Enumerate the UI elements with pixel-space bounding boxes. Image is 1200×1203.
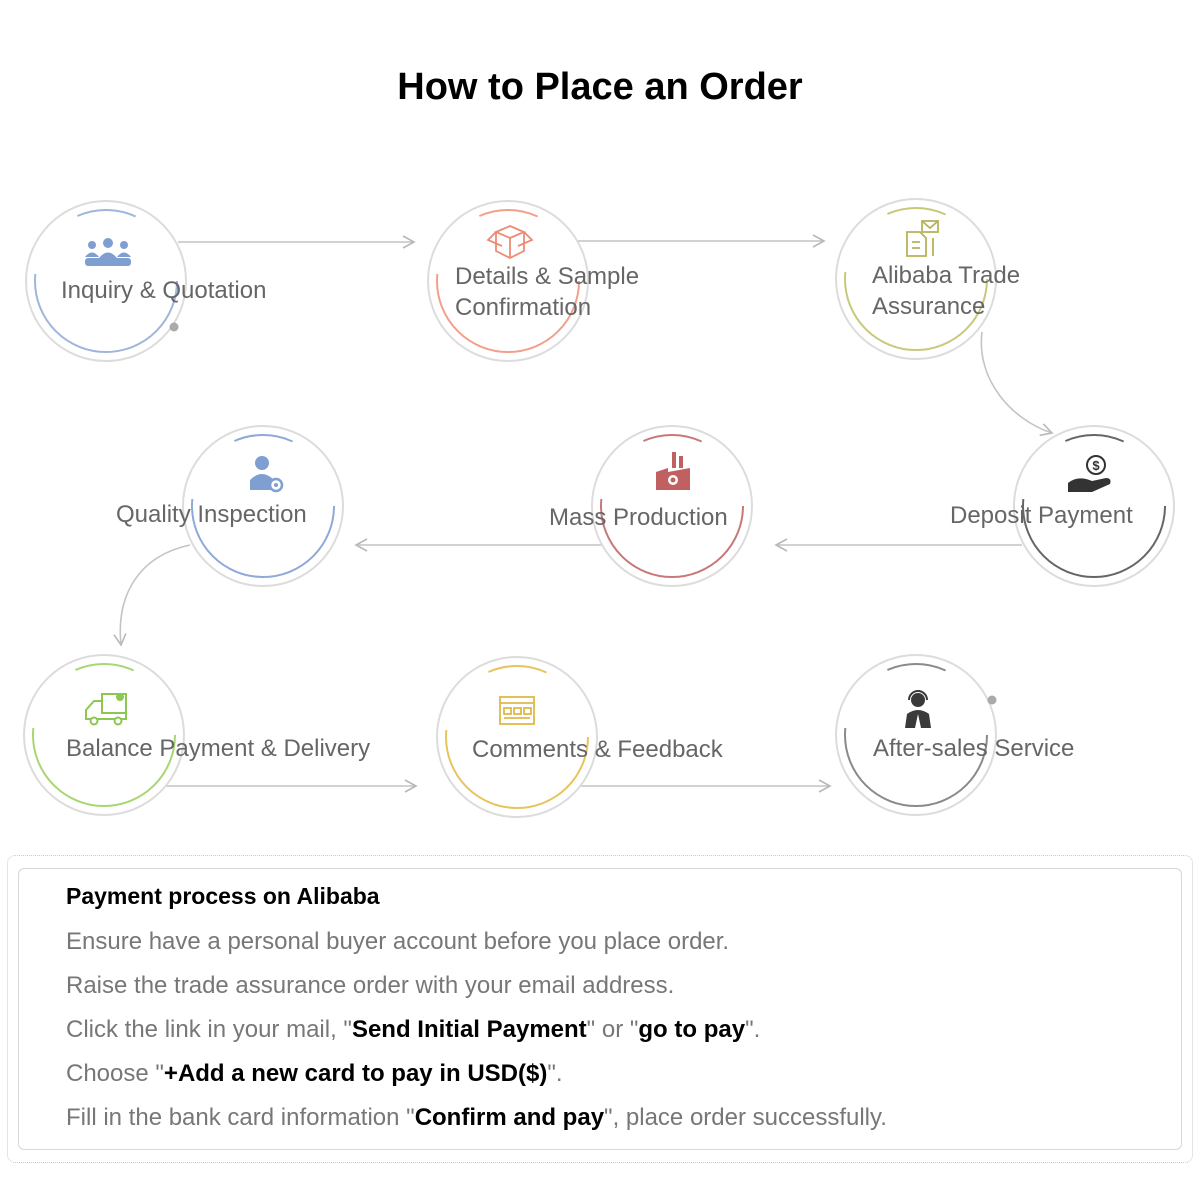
step-label-quality-inspection: Quality Inspection xyxy=(116,501,307,528)
factory-icon xyxy=(656,452,690,490)
payment-step-1: Ensure have a personal buyer account bef… xyxy=(66,928,730,955)
step-label-comments-feedback: Comments & Feedback xyxy=(472,736,723,763)
step-mass-production xyxy=(591,425,753,587)
step-balance-payment-delivery xyxy=(23,654,185,816)
feedback-panel-icon xyxy=(499,696,535,725)
payment-step-3-text: " or " xyxy=(586,1016,639,1043)
step-label-details-sample-line1: Details & Sample xyxy=(455,263,640,290)
step-label-balance-payment-delivery: Balance Payment & Delivery xyxy=(66,735,371,762)
payment-step-5-text: ", place order successfully. xyxy=(604,1104,887,1131)
step-label-after-sales-service: After-sales Service xyxy=(873,735,1075,762)
step-label-trade-assurance-line1: Alibaba Trade xyxy=(872,262,1021,289)
step-comments-feedback xyxy=(436,656,598,818)
confirm-and-pay-label: Confirm and pay xyxy=(414,1104,605,1131)
step-details-sample xyxy=(427,200,589,362)
people-group-icon xyxy=(85,238,131,266)
hand-coin-icon: $ xyxy=(1068,455,1111,492)
payment-step-5-text: Fill in the bank card information " xyxy=(66,1104,415,1131)
inspector-gear-icon xyxy=(250,456,284,493)
step-label-deposit-payment: Deposit Payment xyxy=(950,502,1133,529)
step-quality-inspection xyxy=(182,425,344,587)
step-label-details-sample-line2: Confirmation xyxy=(455,294,592,321)
page-title: How to Place an Order xyxy=(397,66,803,108)
payment-step-5: Fill in the bank card information "Confi… xyxy=(66,1104,887,1132)
payment-step-4-text: Choose " xyxy=(66,1060,164,1087)
svg-text:$: $ xyxy=(1092,458,1100,473)
document-envelope-icon xyxy=(906,220,939,257)
payment-panel xyxy=(18,868,1182,1150)
step-deposit-payment: $ xyxy=(1013,425,1175,587)
send-initial-payment-label: Send Initial Payment xyxy=(351,1016,587,1043)
step-after-sales-service xyxy=(835,654,997,816)
go-to-pay-label: go to pay xyxy=(638,1016,746,1043)
arrow-3-to-4 xyxy=(980,331,1054,437)
step-trade-assurance xyxy=(835,198,997,360)
step-inquiry-quotation xyxy=(25,200,187,362)
step-label-mass-production: Mass Production xyxy=(549,504,728,531)
add-new-card-label: +Add a new card to pay in USD($) xyxy=(163,1060,548,1087)
delivery-truck-icon xyxy=(85,693,127,726)
payment-step-4: Choose "+Add a new card to pay in USD($)… xyxy=(66,1060,563,1088)
arrow-6-to-7 xyxy=(113,544,191,647)
payment-panel-outer-border xyxy=(7,855,1193,1163)
payment-step-2: Raise the trade assurance order with you… xyxy=(66,972,675,999)
support-agent-icon xyxy=(905,690,931,728)
payment-step-3-text: Click the link in your mail, " xyxy=(66,1016,352,1043)
payment-heading: Payment process on Alibaba xyxy=(66,883,380,909)
payment-step-4-text: ". xyxy=(547,1060,563,1087)
step-label-inquiry-quotation: Inquiry & Quotation xyxy=(61,277,267,304)
step-label-trade-assurance-line2: Assurance xyxy=(872,293,986,320)
order-flow-diagram: $ xyxy=(23,198,1175,818)
payment-step-3-text: ". xyxy=(745,1016,761,1043)
payment-step-3: Click the link in your mail, "Send Initi… xyxy=(66,1016,760,1044)
open-box-icon xyxy=(486,225,534,260)
